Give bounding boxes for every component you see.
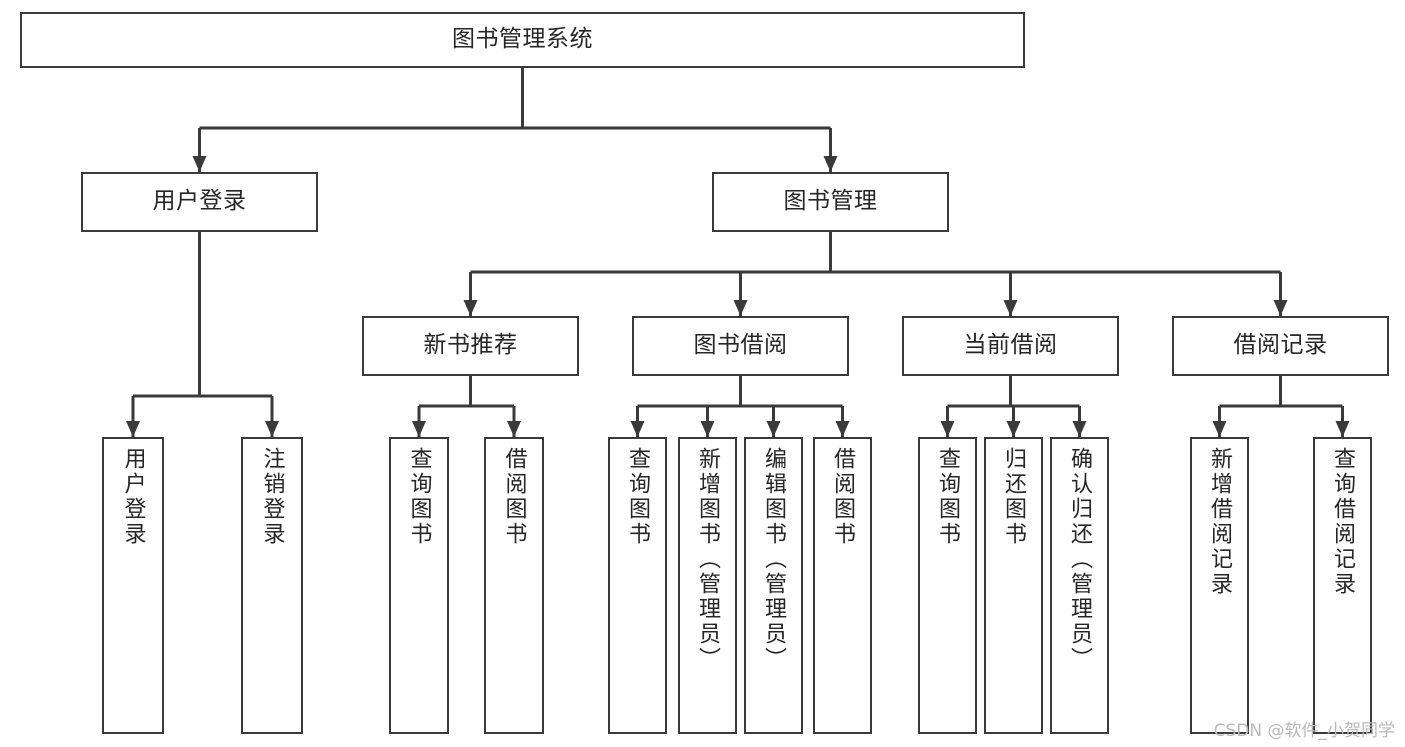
connector-arrowhead: [1072, 421, 1087, 437]
node-label: 当前借阅: [963, 332, 1058, 359]
node-label: 编辑图书（管理员）: [761, 447, 787, 672]
connector-arrowhead: [835, 421, 850, 437]
node-label: 图书借阅: [693, 332, 788, 359]
node-l_bbook1[interactable]: 借阅图书: [484, 437, 544, 734]
node-label: 查询图书: [935, 447, 961, 547]
node-borrow[interactable]: 图书借阅: [632, 316, 849, 376]
node-l_qrec[interactable]: 查询借阅记录: [1313, 437, 1372, 734]
connector-arrowhead: [733, 300, 748, 316]
node-label: 借阅图书: [501, 447, 527, 547]
connector-arrowhead: [940, 421, 955, 437]
node-label: 图书管理: [783, 188, 878, 215]
node-l_login[interactable]: 用户登录: [102, 437, 164, 734]
node-l_qbook1[interactable]: 查询图书: [389, 437, 449, 734]
node-label: 查询图书: [625, 447, 651, 547]
node-label: 注销登录: [259, 447, 285, 547]
node-label: 借阅图书: [830, 447, 856, 547]
node-l_editbook[interactable]: 编辑图书（管理员）: [744, 437, 803, 734]
connector-arrowhead: [1003, 300, 1018, 316]
connector-arrowhead: [630, 421, 645, 437]
watermark: CSDN @软件_小贺同学: [1213, 721, 1395, 741]
node-label: 确认归还（管理员）: [1067, 447, 1093, 672]
connector-arrowhead: [192, 156, 207, 172]
node-l_logout[interactable]: 注销登录: [241, 437, 303, 734]
node-l_bbook2[interactable]: 借阅图书: [813, 437, 872, 734]
node-l_qbook2[interactable]: 查询图书: [608, 437, 667, 734]
connector-arrowhead: [1006, 421, 1021, 437]
node-l_addbook[interactable]: 新增图书（管理员）: [678, 437, 737, 734]
node-label: 新增借阅记录: [1207, 447, 1233, 597]
connector-arrowhead: [507, 421, 521, 437]
connector-arrowhead: [265, 421, 279, 437]
node-l_qbook3[interactable]: 查询图书: [918, 437, 977, 734]
connector-arrowhead: [412, 421, 426, 437]
connector-arrowhead: [700, 421, 715, 437]
node-label: 图书管理系统: [452, 26, 593, 53]
node-label: 查询图书: [406, 447, 432, 547]
connector-arrowhead: [463, 300, 478, 316]
node-l_confirm[interactable]: 确认归还（管理员）: [1050, 437, 1109, 734]
connector-arrowhead: [1335, 421, 1350, 437]
node-label: 借阅记录: [1233, 332, 1328, 359]
node-label: 用户登录: [152, 188, 247, 215]
node-bookmgmt[interactable]: 图书管理: [712, 172, 949, 232]
connector-arrowhead: [126, 421, 140, 437]
node-label: 新书推荐: [423, 332, 518, 359]
node-l_addrec[interactable]: 新增借阅记录: [1190, 437, 1249, 734]
node-records[interactable]: 借阅记录: [1172, 316, 1389, 376]
connector-arrowhead: [766, 421, 781, 437]
node-login[interactable]: 用户登录: [81, 172, 318, 232]
node-l_return[interactable]: 归还图书: [984, 437, 1043, 734]
node-root[interactable]: 图书管理系统: [20, 12, 1025, 68]
node-label: 用户登录: [120, 447, 146, 547]
connector-arrowhead: [1273, 300, 1288, 316]
node-label: 归还图书: [1001, 447, 1027, 547]
node-newbooks[interactable]: 新书推荐: [362, 316, 579, 376]
node-current[interactable]: 当前借阅: [902, 316, 1119, 376]
node-label: 查询借阅记录: [1330, 447, 1356, 597]
connector-arrowhead: [1212, 421, 1227, 437]
node-label: 新增图书（管理员）: [695, 447, 721, 672]
connector-arrowhead: [823, 156, 838, 172]
